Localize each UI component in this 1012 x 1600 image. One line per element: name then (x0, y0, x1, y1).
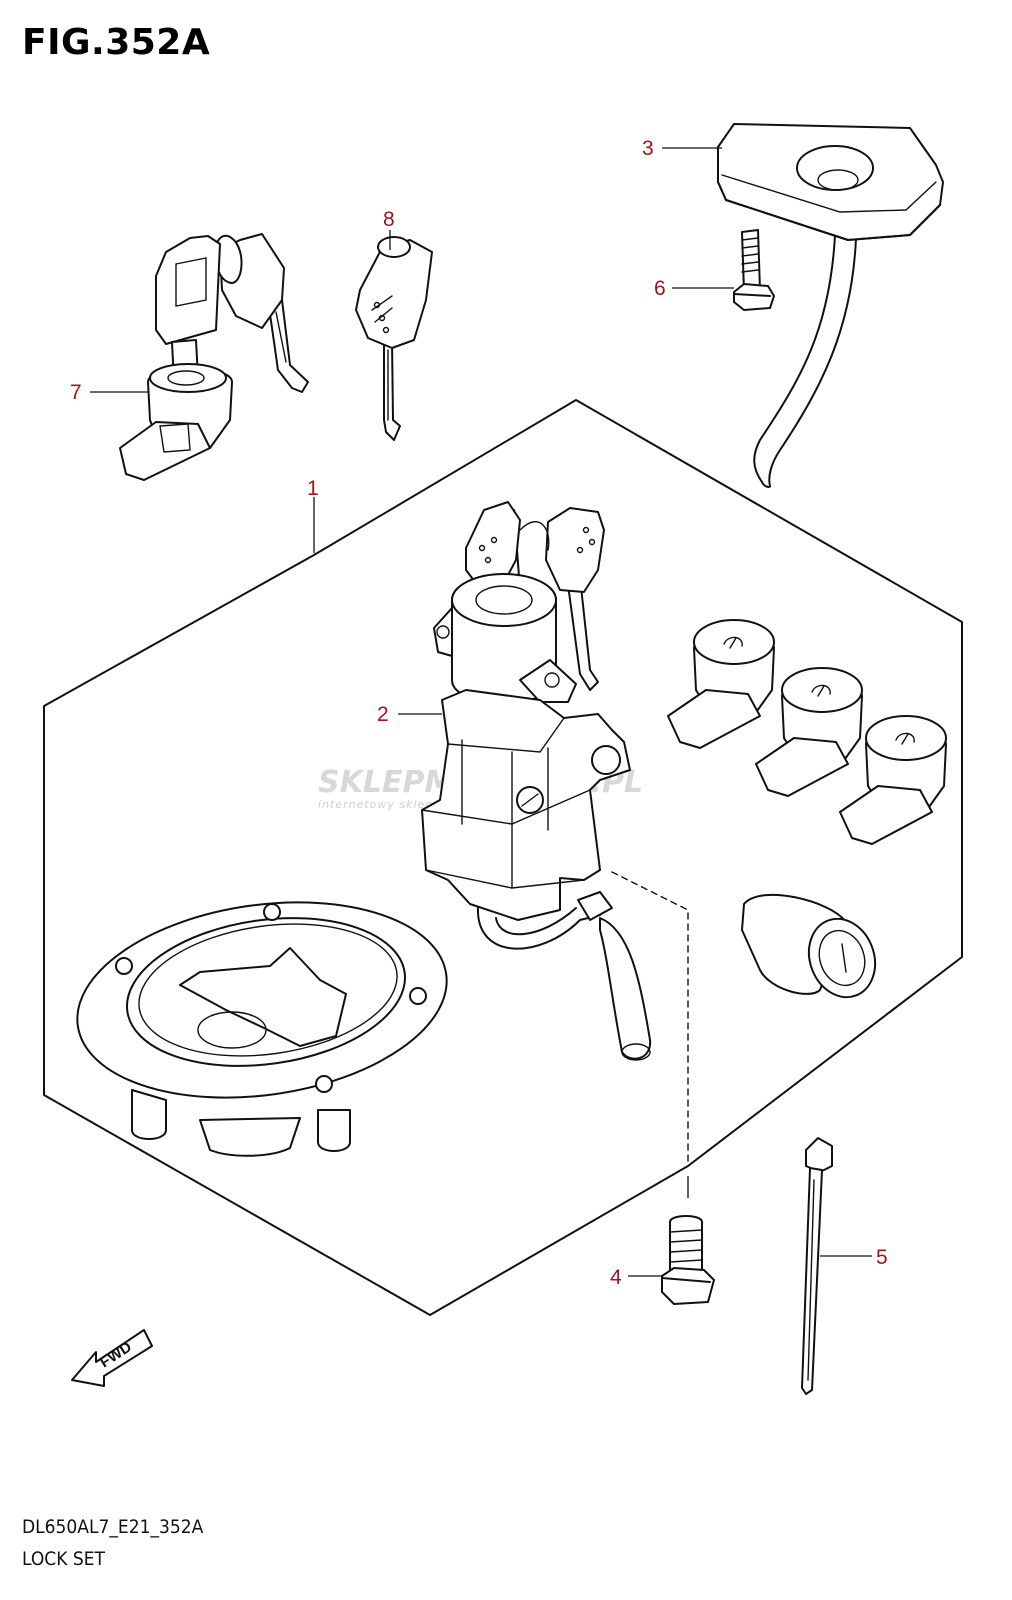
ignition-switch-part (421, 501, 689, 1167)
model-code: DL650AL7_E21_352A (22, 1516, 204, 1538)
lock-cylinder-b (755, 667, 863, 797)
callout-1: 1 (307, 477, 319, 500)
forward-direction-badge: FWD (71, 1329, 153, 1387)
bolt-large-part (661, 1215, 715, 1305)
bolt-small-part (733, 229, 775, 311)
figure-name: LOCK SET (22, 1548, 105, 1570)
callout-4: 4 (610, 1266, 622, 1289)
key-part (355, 236, 433, 441)
callout-7: 7 (70, 381, 82, 404)
lock-cylinder-a (667, 619, 775, 749)
lock-cylinder-c (839, 715, 947, 845)
callout-8: 8 (383, 208, 395, 231)
assembly-boundary (43, 399, 963, 1316)
callout-leaders (90, 147, 872, 1277)
lock-cylinder-d (741, 893, 877, 999)
callout-numbers: 1 2 3 4 5 6 7 8 (70, 137, 888, 1289)
callout-6: 6 (654, 277, 666, 300)
cable-tie-part (801, 1137, 833, 1395)
callout-3: 3 (642, 137, 654, 160)
callout-2: 2 (377, 703, 389, 726)
cover-part (717, 123, 944, 488)
figure-title: FIG.352A (22, 22, 211, 63)
lock-cylinder-keys-part (119, 233, 309, 481)
callout-5: 5 (876, 1246, 888, 1269)
fuel-cap-ring (76, 901, 448, 1157)
